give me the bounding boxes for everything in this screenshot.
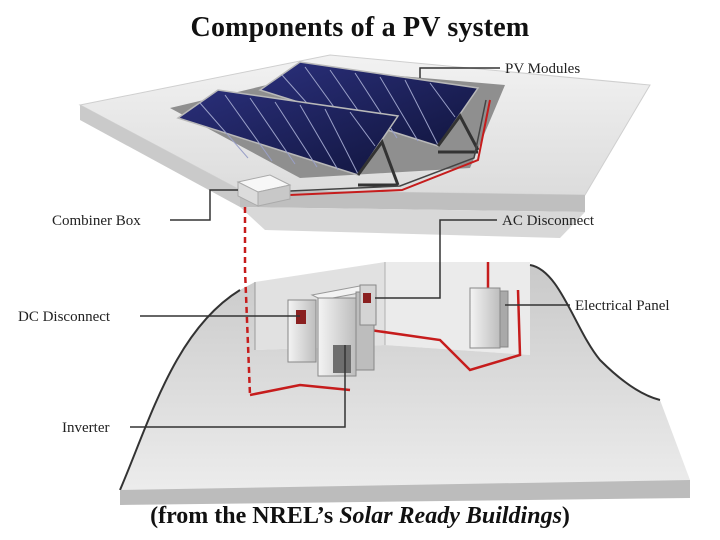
label-electrical-panel: Electrical Panel [575, 298, 670, 314]
building-cutaway [119, 207, 690, 505]
label-ac-disconnect: AC Disconnect [502, 213, 595, 229]
label-combiner-box: Combiner Box [52, 213, 141, 229]
caption-prefix: (from the NREL’s [150, 503, 340, 529]
racking [356, 113, 480, 187]
leader-lines [130, 67, 570, 428]
label-inverter: Inverter [62, 420, 109, 436]
caption-suffix: ) [561, 503, 570, 529]
label-pv-modules: PV Modules [505, 61, 580, 77]
label-dc-disconnect: DC Disconnect [18, 309, 111, 325]
diagram-title: Components of a PV system [190, 12, 530, 43]
interior-wiring [243, 207, 522, 397]
pv-module-array-front [176, 89, 400, 176]
source-caption: (from the NREL’s Solar Ready Buildings) [0, 503, 720, 530]
dc-disconnect-unit [287, 299, 317, 363]
caption-title: Solar Ready Buildings [339, 503, 562, 529]
combiner-box [236, 174, 292, 207]
electrical-panel-unit [469, 287, 509, 349]
ac-disconnect-unit [359, 284, 377, 326]
